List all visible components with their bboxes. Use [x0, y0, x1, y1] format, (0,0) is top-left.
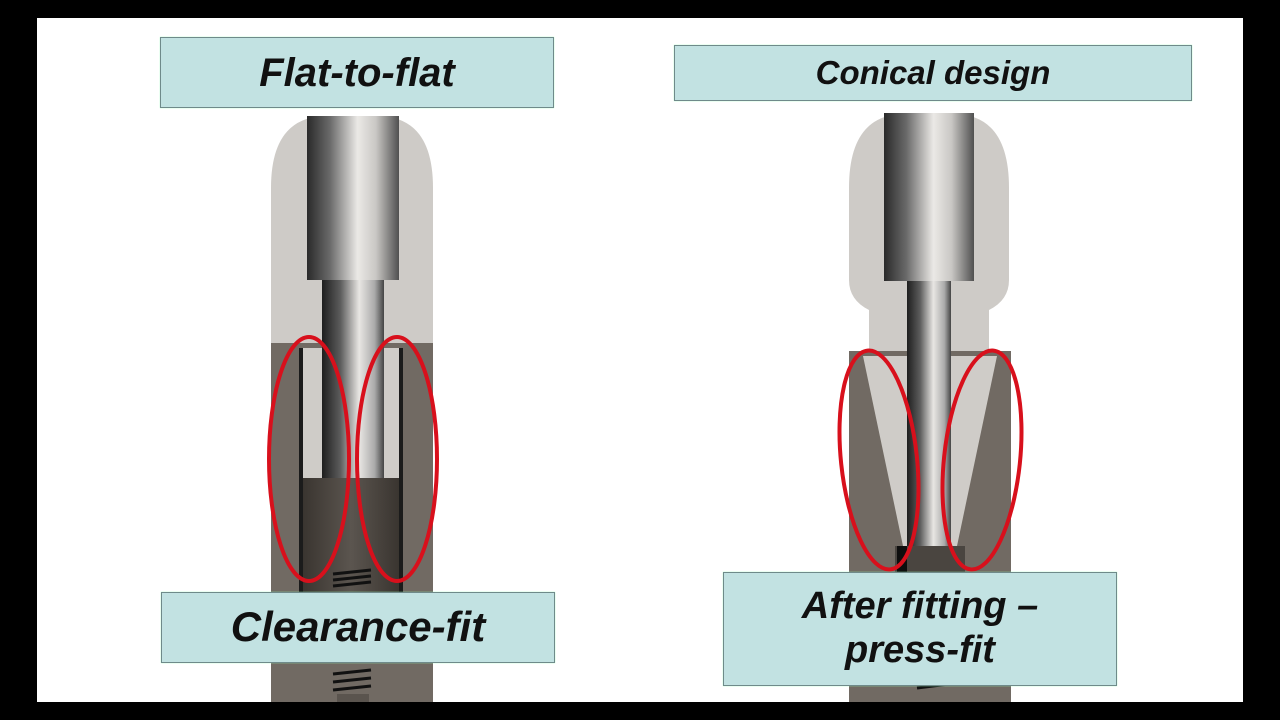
conical-implant — [837, 113, 1024, 702]
press-fit-caption: After fitting – press-fit — [723, 572, 1117, 686]
highlight-ellipse-left — [837, 348, 921, 572]
flat-to-flat-title-text: Flat-to-flat — [259, 50, 455, 95]
conical-design-title: Conical design — [674, 45, 1192, 101]
flat-to-flat-implant — [267, 116, 439, 702]
conical-design-title-text: Conical design — [815, 53, 1051, 91]
highlight-ellipse-right — [355, 335, 439, 583]
slide: Flat-to-flat Conical design Clearance-fi… — [37, 18, 1243, 702]
clearance-fit-caption-text: Clearance-fit — [230, 603, 486, 651]
press-fit-caption-line1: After fitting – — [801, 585, 1039, 628]
implant-connection-diagram — [267, 113, 1024, 702]
highlight-ellipse-left — [267, 335, 351, 583]
highlight-ellipse-right — [940, 348, 1024, 572]
thread-lines — [332, 568, 372, 692]
flat-to-flat-title: Flat-to-flat — [160, 37, 554, 108]
clearance-fit-caption: Clearance-fit — [161, 592, 555, 663]
press-fit-caption-line2: press-fit — [845, 629, 995, 671]
